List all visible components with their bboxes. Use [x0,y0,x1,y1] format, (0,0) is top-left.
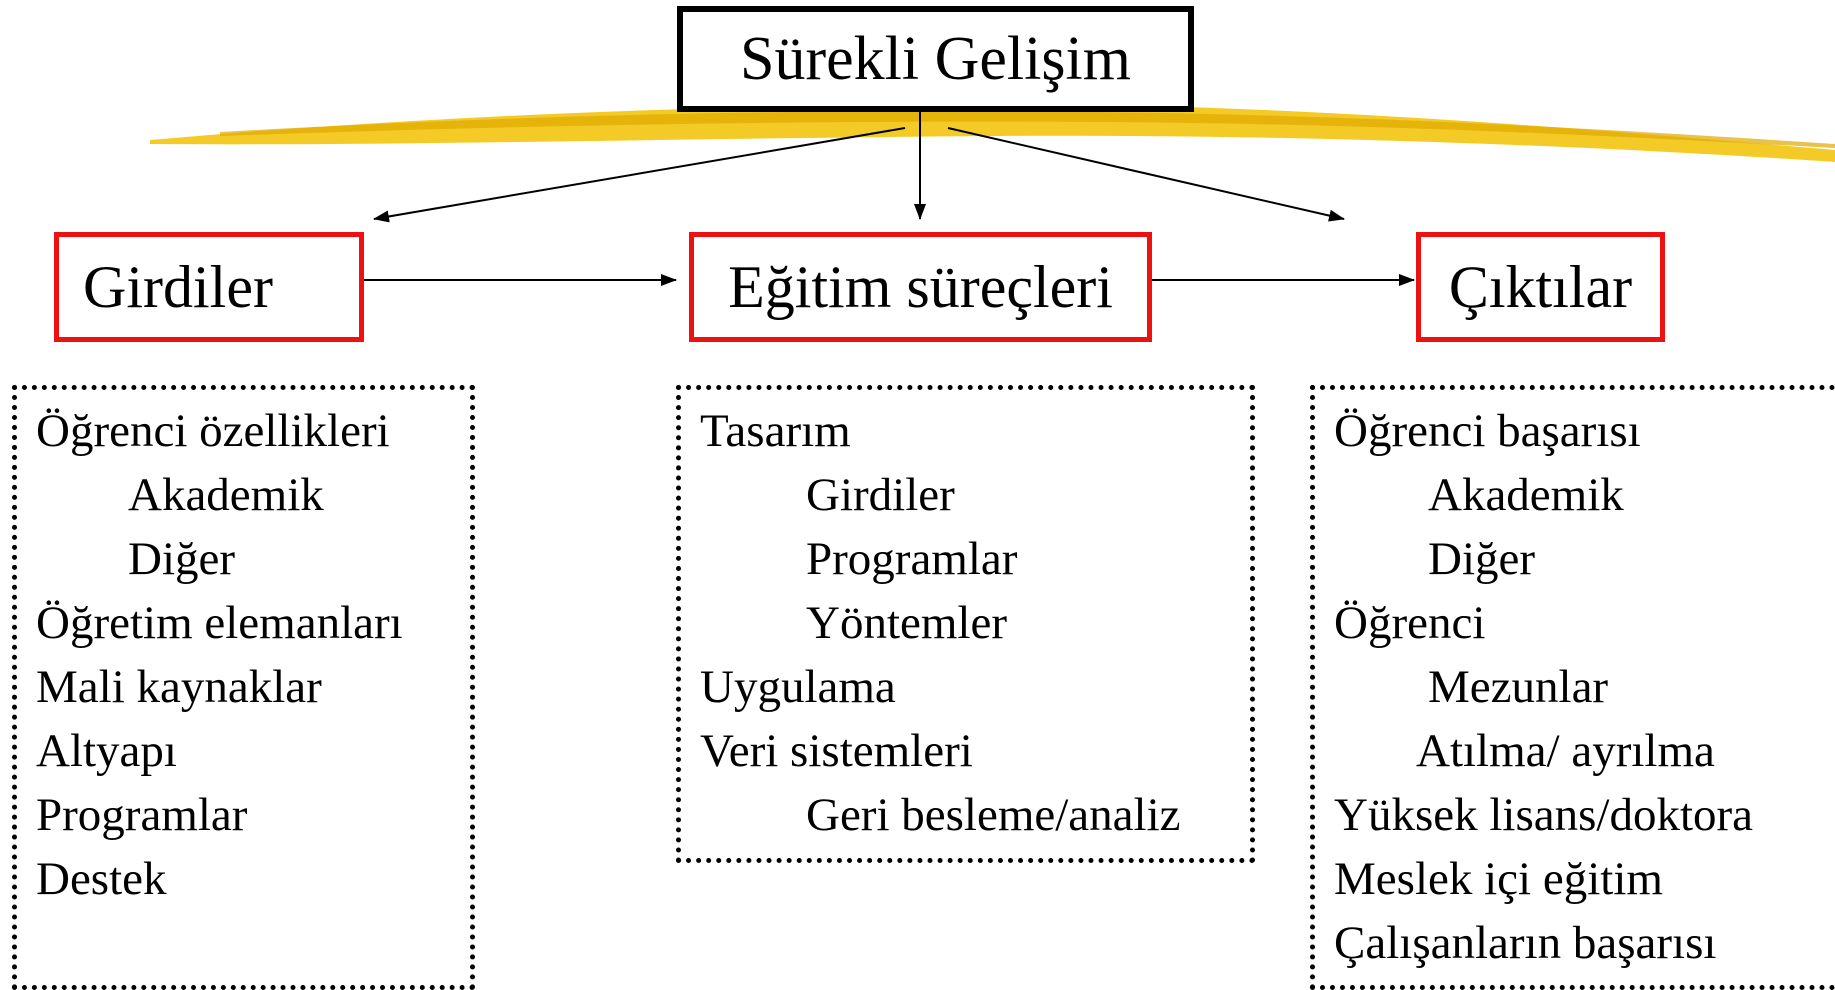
list-item: Diğer [1428,533,1536,585]
list-item: Mali kaynaklar [36,661,322,713]
list-item: Atılma/ ayrılma [1416,725,1715,777]
list-item: Akademik [128,469,324,521]
list-item: Öğretim elemanları [36,597,403,649]
title-text: Sürekli Gelişim [740,24,1131,93]
list-item: Öğrenci başarısı [1334,405,1641,457]
inputs-list-box [12,385,475,990]
list-item: Altyapı [36,725,177,777]
brush-stroke-streak [220,110,1835,148]
list-item: Mezunlar [1428,661,1609,713]
list-item: Programlar [36,789,248,841]
list-item: Öğrenci [1334,597,1486,649]
stage-box-inputs: Girdiler [54,232,364,342]
list-item: Veri sistemleri [700,725,973,777]
list-item: Akademik [1428,469,1624,521]
list-item: Tasarım [700,405,851,457]
list-item: Destek [36,853,167,905]
arrow-title-to-inputs [373,127,906,223]
list-item: Öğrenci özellikleri [36,405,390,457]
list-item: Yüksek lisans/doktora [1334,789,1754,841]
outputs-list-box [1310,385,1835,990]
stage-label-inputs: Girdiler [83,253,273,320]
title-box: Sürekli Gelişim [677,6,1194,112]
arrow-title-to-outputs [947,127,1345,222]
processes-list-box [676,385,1255,863]
list-item: Meslek içi eğitim [1334,853,1663,905]
list-item: Diğer [128,533,236,585]
list-item: Uygulama [700,661,896,713]
list-item: Girdiler [806,469,955,521]
list-item: Çalışanların başarısı [1334,917,1717,969]
list-item: Programlar [806,533,1018,585]
stage-box-processes: Eğitim süreçleri [689,232,1152,342]
stage-label-processes: Eğitim süreçleri [728,253,1113,320]
stage-box-outputs: Çıktılar [1416,232,1665,342]
stage-label-outputs: Çıktılar [1448,253,1633,320]
list-item: Yöntemler [806,597,1007,649]
list-item: Geri besleme/analiz [806,789,1181,841]
